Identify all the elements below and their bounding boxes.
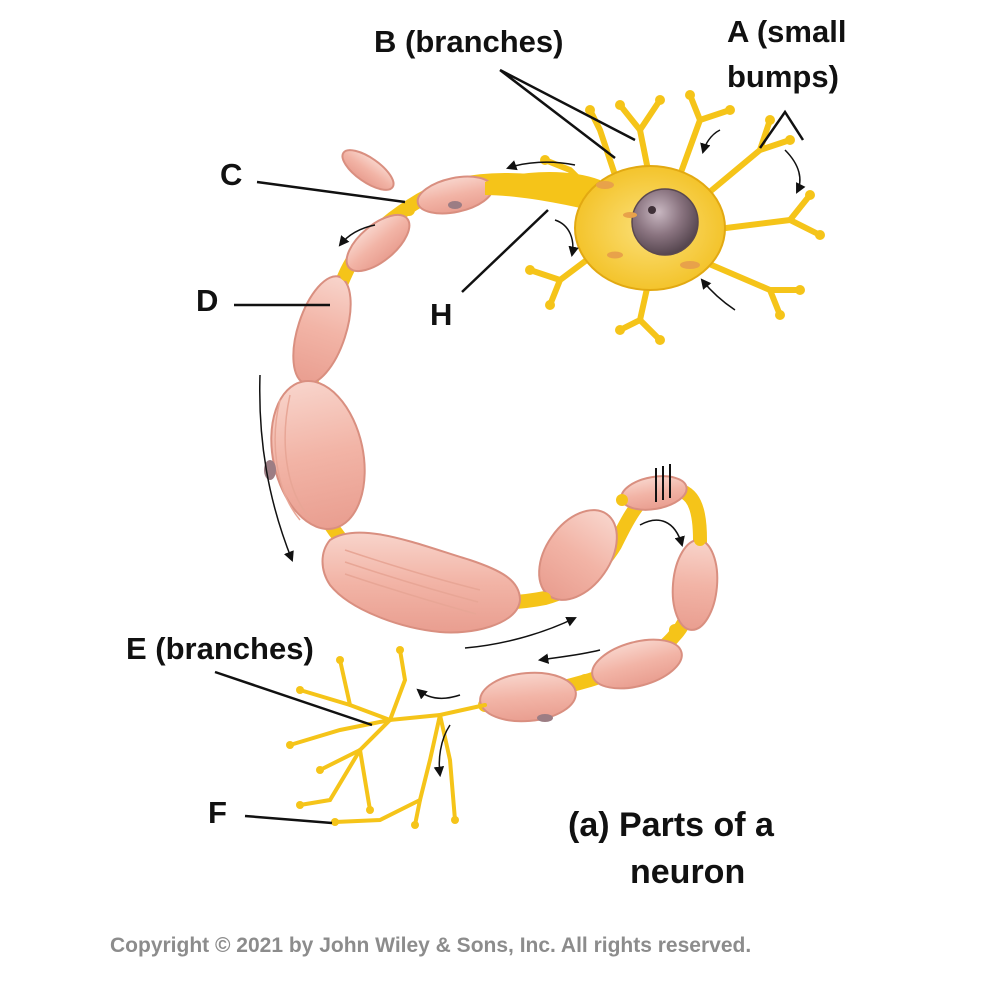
label-a-line2: bumps)	[727, 59, 839, 94]
leader-line-c	[256, 180, 406, 204]
myelin-segment	[479, 671, 577, 723]
leader-line-a	[758, 109, 805, 149]
signal-direction-arrows	[259, 129, 806, 778]
node-of-ranvier	[403, 204, 415, 216]
node-of-ranvier	[669, 624, 681, 636]
node-of-ranvier	[694, 534, 706, 546]
nodes-of-ranvier	[340, 204, 706, 686]
leader-line-b	[499, 68, 636, 159]
synaptic-knobs	[286, 646, 459, 829]
dendritic-spines	[525, 90, 825, 345]
leader-line-e	[214, 670, 373, 727]
caption-line2: neuron	[630, 853, 746, 891]
label-a: A (small	[727, 14, 847, 49]
label-f: F	[208, 795, 227, 830]
myelin-lamellae	[274, 394, 481, 615]
copyright-notice: Copyright © 2021 by John Wiley & Sons, I…	[110, 934, 752, 957]
axon-break-marks	[655, 464, 671, 502]
nucleus	[631, 188, 699, 256]
label-e: E (branches)	[126, 631, 314, 666]
caption-line1: (a) Parts of a	[568, 806, 774, 844]
node-of-ranvier	[616, 494, 628, 506]
myelin-cutaway	[321, 531, 522, 634]
label-c: C	[220, 157, 243, 192]
myelin-segment	[591, 638, 683, 690]
cell-body	[485, 165, 726, 291]
myelin-segment	[292, 275, 352, 385]
leader-line-f	[244, 814, 333, 825]
label-d: D	[196, 283, 219, 318]
label-b: B (branches)	[374, 24, 564, 59]
axon-hillock	[485, 171, 610, 215]
leader-line-h	[461, 209, 549, 293]
node-of-ranvier	[340, 269, 352, 281]
axon-terminals	[288, 648, 487, 827]
label-h: H	[430, 297, 453, 332]
node-of-ranvier	[539, 592, 551, 604]
leader-lines	[214, 68, 805, 825]
myelin-segment	[671, 539, 719, 631]
myelin-segment	[345, 213, 411, 273]
node-of-ranvier	[579, 674, 591, 686]
myelin-segment	[341, 149, 395, 191]
